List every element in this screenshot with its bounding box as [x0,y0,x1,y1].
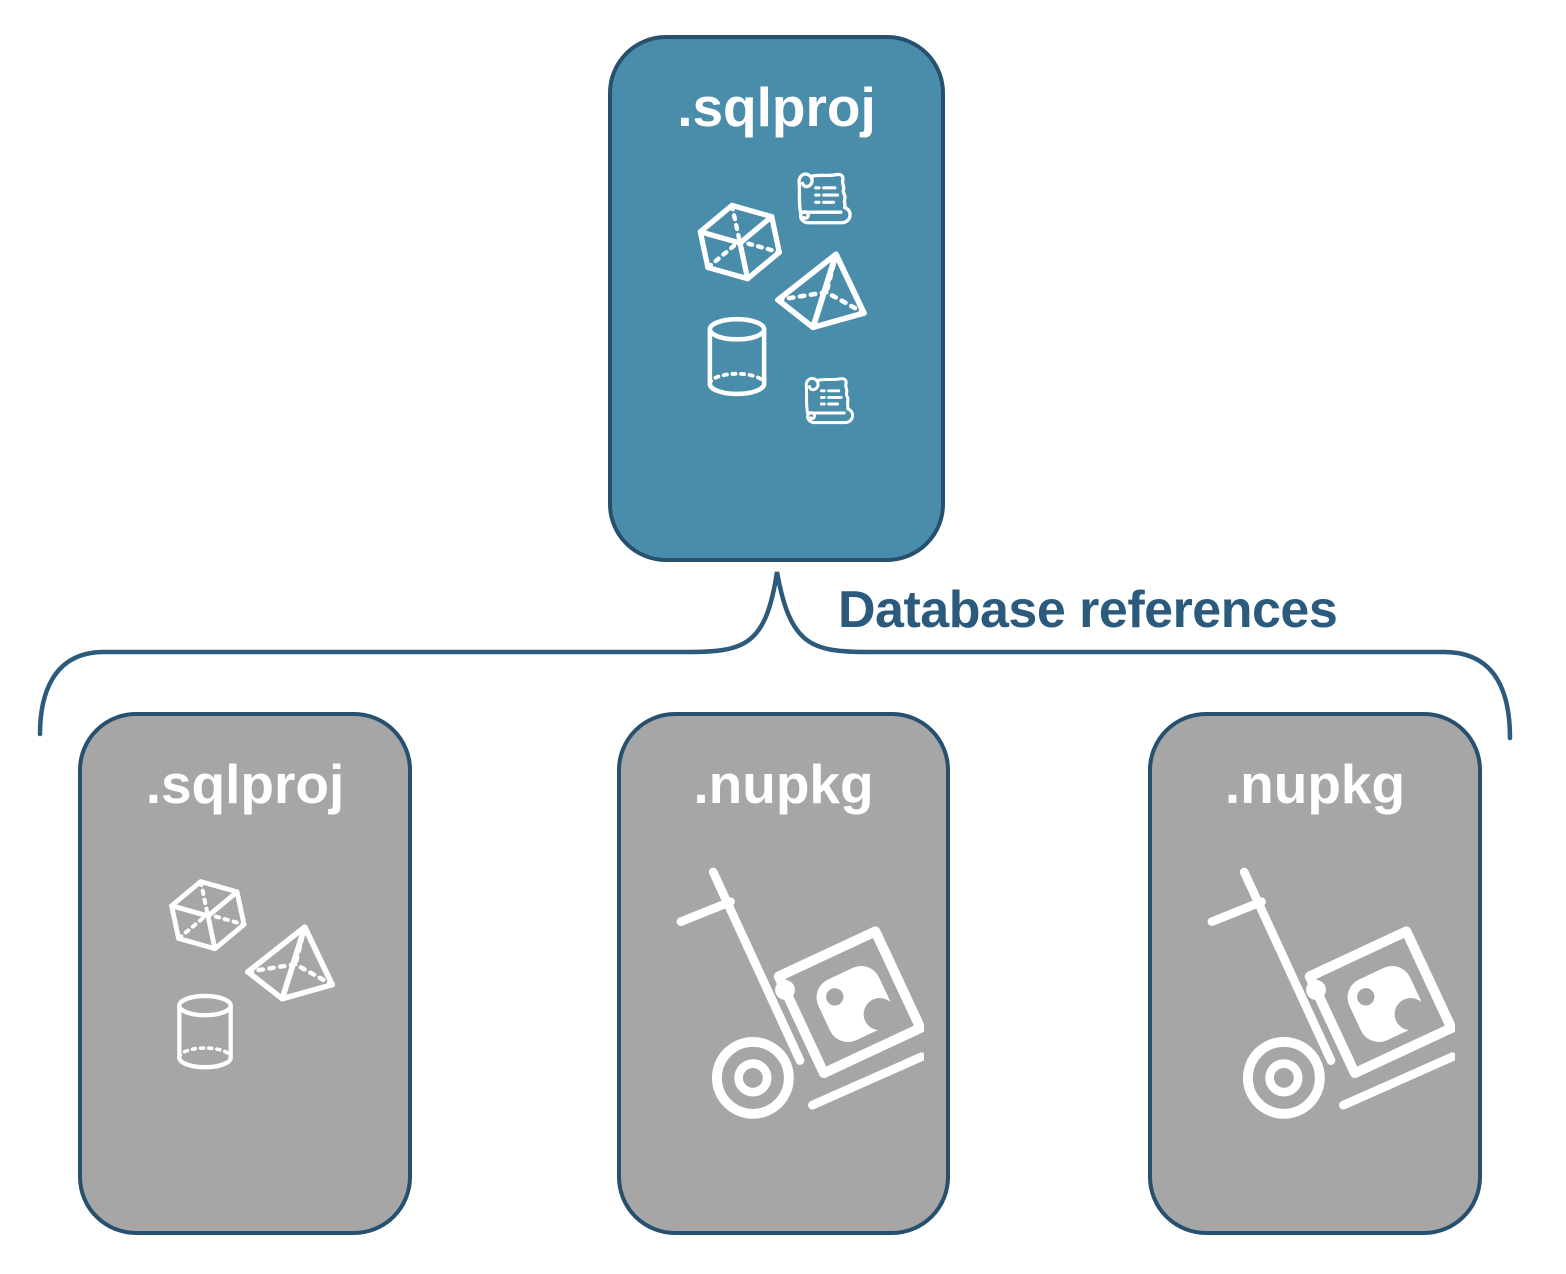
node-root-sqlproj: .sqlproj [608,35,945,562]
script-scroll-icon [798,371,858,431]
pyramid-icon [240,918,344,1016]
cylinder-icon [700,315,774,399]
node-child-nupkg-2-title: .nupkg [1224,753,1406,815]
cylinder-icon [170,992,240,1072]
node-child-nupkg-1: .nupkg [617,712,950,1235]
node-child-sqlproj: .sqlproj [78,712,412,1235]
connector-label: Database references [838,581,1338,639]
nuget-hand-truck-icon [1207,862,1455,1135]
node-child-nupkg-2: .nupkg [1148,712,1482,1235]
cube-icon [164,872,252,960]
node-root-title: .sqlproj [677,76,876,138]
pyramid-icon [770,245,876,345]
node-child-nupkg-1-title: .nupkg [693,753,874,815]
script-scroll-icon [790,165,856,233]
node-child-sqlproj-title: .sqlproj [145,753,345,815]
nuget-hand-truck-icon [676,862,924,1135]
